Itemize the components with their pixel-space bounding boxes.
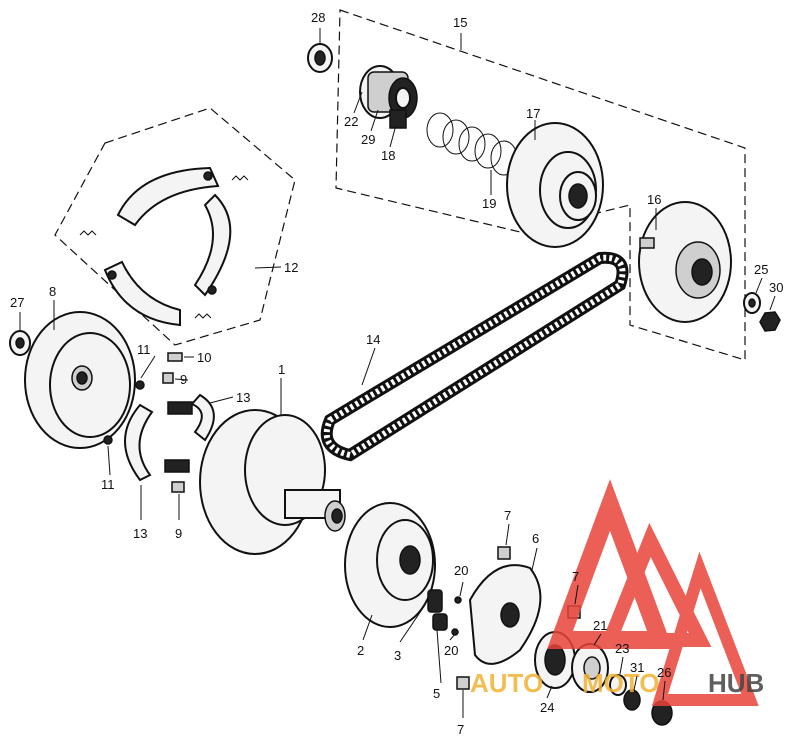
part-25-washer bbox=[743, 292, 761, 314]
part-17-driven-face bbox=[506, 122, 604, 248]
part-3-weight-rollers bbox=[427, 589, 448, 631]
callout-31: 31 bbox=[630, 660, 644, 675]
part-9-pin-upper bbox=[162, 372, 174, 384]
part-11-collar-upper bbox=[135, 380, 145, 390]
callout-20-upper: 20 bbox=[454, 563, 468, 578]
callout-25: 25 bbox=[754, 262, 768, 277]
part-10-screw bbox=[167, 352, 183, 362]
callout-15: 15 bbox=[453, 15, 467, 30]
callout-11-upper: 11 bbox=[137, 342, 151, 357]
part-14-drive-belt bbox=[320, 251, 629, 462]
callout-22: 22 bbox=[344, 114, 358, 129]
part-1-clutch-outer bbox=[199, 409, 346, 555]
callout-7-right: 7 bbox=[572, 569, 579, 584]
callout-30: 30 bbox=[769, 280, 783, 295]
callout-28: 28 bbox=[311, 10, 325, 25]
callout-13-lower: 13 bbox=[133, 526, 147, 541]
callout-18: 18 bbox=[381, 148, 395, 163]
part-16-fixed-face bbox=[638, 201, 732, 323]
group-outline-clutch-shoes bbox=[54, 107, 296, 346]
part-27-seal bbox=[9, 330, 31, 356]
callout-5: 5 bbox=[433, 686, 440, 701]
callout-23: 23 bbox=[615, 641, 629, 656]
callout-24: 24 bbox=[540, 700, 554, 715]
leader-lines bbox=[19, 28, 776, 718]
group-outline-driven-pulley bbox=[335, 9, 746, 361]
callout-16: 16 bbox=[647, 192, 661, 207]
watermark-text-hub: HUB bbox=[708, 668, 764, 698]
part-7-slide-piece-bottom bbox=[456, 676, 470, 690]
callout-7-bottom: 7 bbox=[457, 722, 464, 737]
part-8-drive-plate bbox=[24, 311, 136, 449]
watermark-text-auto: AUTO bbox=[470, 668, 543, 698]
part-11-collar-lower bbox=[103, 435, 113, 445]
part-9-pin-lower bbox=[171, 481, 185, 493]
watermark-text-moto: MOTO bbox=[582, 668, 660, 698]
part-2-movable-drive-face bbox=[344, 502, 436, 628]
part-23-washer bbox=[609, 674, 627, 696]
callout-labels: 28 15 22 29 18 17 19 16 27 8 12 25 30 11… bbox=[10, 10, 783, 737]
callout-17: 17 bbox=[526, 106, 540, 121]
part-31-washer bbox=[623, 689, 641, 711]
part-20-pin-upper bbox=[454, 596, 462, 604]
callout-12: 12 bbox=[284, 260, 298, 275]
watermark-logo bbox=[547, 479, 759, 706]
part-6-ramp-plate bbox=[468, 564, 542, 665]
callout-14: 14 bbox=[366, 332, 380, 347]
part-30-nut bbox=[759, 311, 781, 332]
callout-27: 27 bbox=[10, 295, 24, 310]
callout-9-lower: 9 bbox=[175, 526, 182, 541]
part-7-slide-piece-top bbox=[497, 546, 511, 560]
part-28-seal bbox=[307, 43, 333, 73]
callout-8: 8 bbox=[49, 284, 56, 299]
callout-20-lower: 20 bbox=[444, 643, 458, 658]
part-13-clutch-shoe-pair bbox=[124, 393, 215, 482]
callout-1: 1 bbox=[278, 362, 285, 377]
callout-19: 19 bbox=[482, 196, 496, 211]
callout-6: 6 bbox=[532, 531, 539, 546]
part-18-guide-roller bbox=[359, 65, 418, 129]
callout-29: 29 bbox=[361, 132, 375, 147]
callout-26: 26 bbox=[657, 665, 671, 680]
part-12-clutch-shoes bbox=[79, 166, 249, 327]
callout-9-upper: 9 bbox=[180, 372, 187, 387]
callout-7-top: 7 bbox=[504, 508, 511, 523]
callout-2: 2 bbox=[357, 643, 364, 658]
part-19-spring bbox=[426, 112, 518, 176]
callout-21: 21 bbox=[593, 618, 607, 633]
callout-11-lower: 11 bbox=[101, 477, 115, 492]
part-20-pin-lower bbox=[451, 628, 459, 636]
callout-3: 3 bbox=[394, 648, 401, 663]
callout-10: 10 bbox=[197, 350, 211, 365]
callout-13-upper: 13 bbox=[236, 390, 250, 405]
